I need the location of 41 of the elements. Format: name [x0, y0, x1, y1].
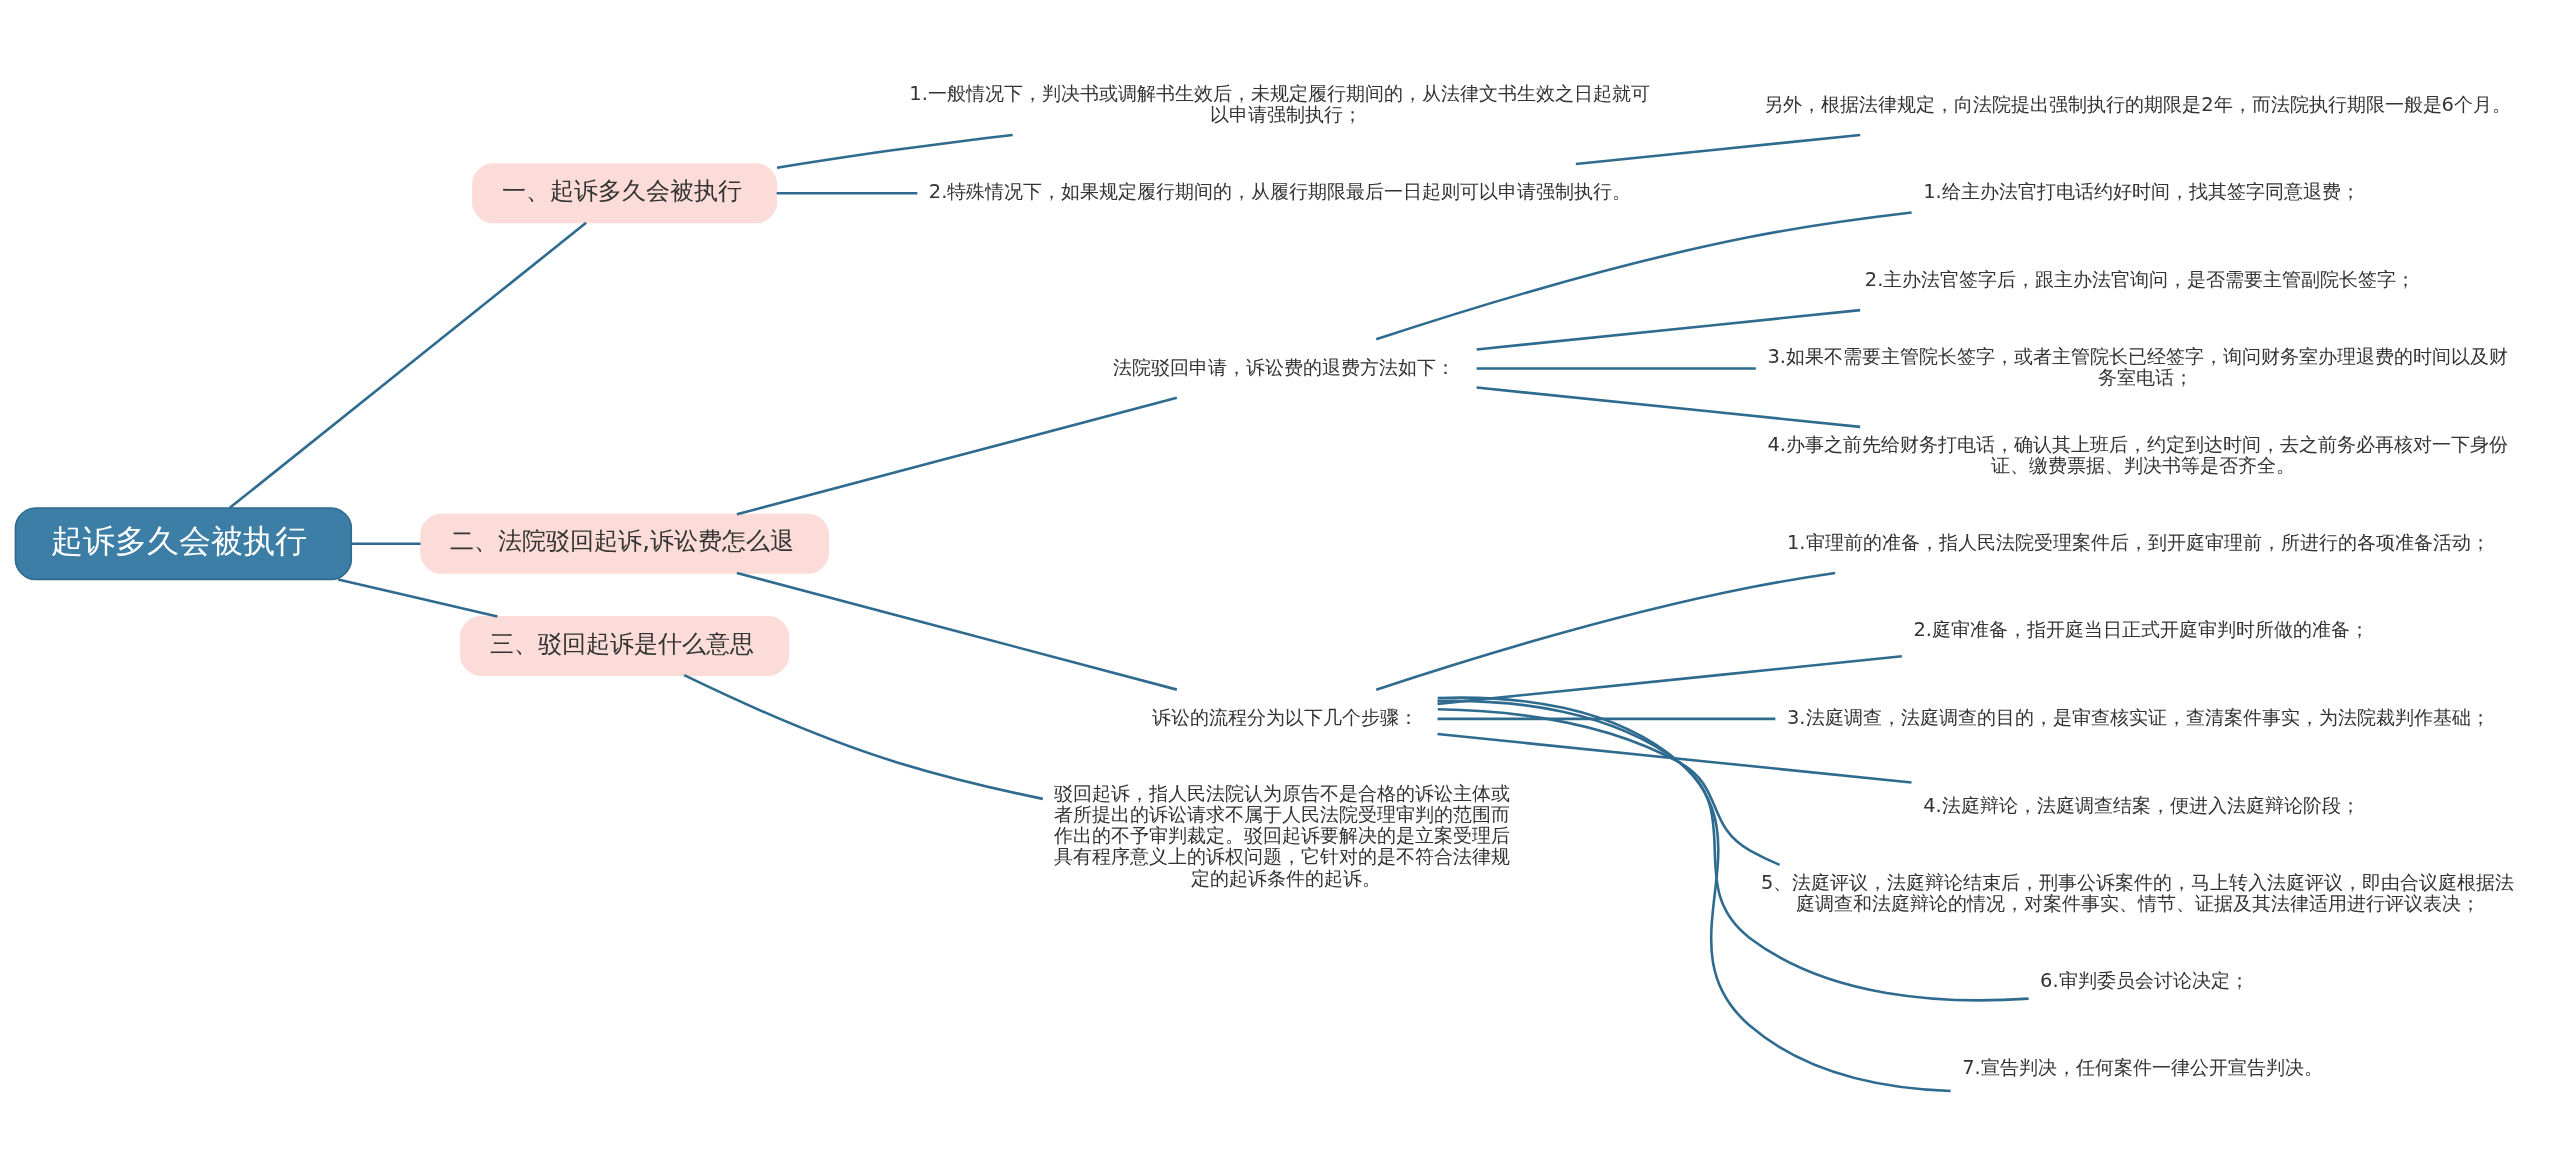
node-box: 二、法院驳回起诉,诉讼费怎么退 [420, 513, 829, 574]
connector [1575, 133, 1861, 166]
node-text: 3.如果不需要主管院长签字，或者主管院长已经签字，询问财务室办理退费的时间以及财务室电话； [1767, 344, 2509, 390]
connector [1437, 696, 1951, 1093]
connector [337, 578, 498, 618]
node-text: 诉讼的流程分为以下几个步骤： [1151, 705, 1418, 729]
node-text: 5、法庭评议，法庭辩论结束后，刑事公诉案件的，马上转入法庭评议，即由合议庭根据法庭调查和法庭辩论的情况，对案件事实、情节、证据及其法律适用进行评议表决； [1761, 870, 2515, 915]
connector [1476, 367, 1756, 370]
node-text: 2.主办法官签字后，跟主办法官询问，是否需要主管副院长签字； [1864, 267, 2416, 291]
node-text: 6.审判委员会讨论决定； [2040, 968, 2249, 992]
connector [351, 542, 421, 545]
connector [776, 192, 918, 195]
node-text: 1.审理前的准备，指人民法院受理案件后，到开庭审理前，所进行的各项准备活动； [1786, 530, 2490, 554]
connector [776, 133, 1013, 169]
connector [1476, 308, 1861, 351]
node-box: 起诉多久会被执行 [14, 507, 353, 581]
node-box: 三、驳回起诉是什么意思 [459, 615, 790, 676]
connector [1437, 732, 1912, 784]
connector [1437, 699, 2029, 1002]
connector [1437, 654, 1902, 706]
connector [1375, 571, 1836, 691]
node-text: 3.法庭调查，法庭调查的目的，是审查核实证，查清案件事实，为法院裁判作基础； [1786, 705, 2490, 729]
node-text: 7.宣告判决，任何案件一律公开宣告判决。 [1962, 1056, 2323, 1080]
connector [736, 396, 1178, 516]
connector [736, 571, 1178, 691]
connector [683, 674, 1044, 801]
connector [229, 221, 587, 509]
node-text: 1.一般情况下，判决书或调解书生效后，未规定履行期间的，从法律文书生效之日起就可以申请强制执行； [909, 82, 1650, 127]
node-text: 4.办事之前先给财务打电话，确认其上班后，约定到达时间，去之前务必再核对一下身份证、缴费票据、判决书等是否齐全。 [1767, 432, 2509, 477]
node-box: 一、起诉多久会被执行 [472, 163, 778, 224]
node-text: 另外，根据法律规定，向法院提出强制执行的期限是2年，而法院执行期限一般是6个月。 [1764, 92, 2512, 116]
node-text: 2.庭审准备，指开庭当日正式开庭审判时所做的准备； [1913, 618, 2370, 642]
connector [1375, 211, 1912, 341]
node-text: 4.法庭辩论，法庭调查结案，便进入法庭辩论阶段； [1923, 793, 2360, 817]
connector [1437, 717, 1776, 721]
connector [1437, 708, 1781, 867]
node-text: 法院驳回申请，诉讼费的退费方法如下： [1112, 355, 1455, 379]
node-text: 2.特殊情况下，如果规定履行期间的，从履行期限最后一日起则可以申请强制执行。 [928, 180, 1632, 204]
connector [1476, 386, 1861, 429]
node-text: 驳回起诉，指人民法院认为原告不是合格的诉讼主体或者所提出的诉讼请求不属于人民法院受理审判的范围而作出的不予审判裁定。驳回起诉要解决的是立案受理后具有程序意义上的诉权问题，它针对的是不符合法律规定的起诉条件的起诉。 [1054, 782, 1511, 890]
node-text: 1.给主办法官打电话约好时间，找其签字同意退费； [1923, 180, 2360, 204]
